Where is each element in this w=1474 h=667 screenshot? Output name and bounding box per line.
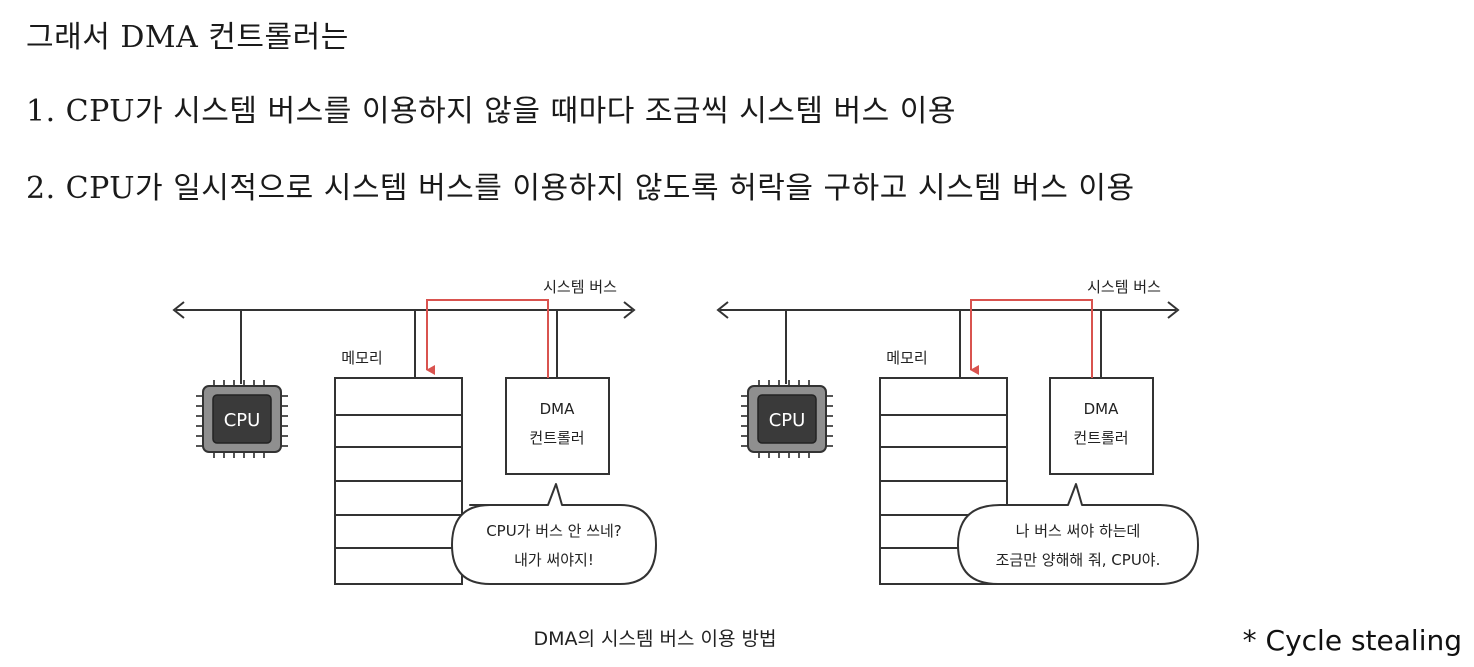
left-system-bus — [172, 301, 636, 319]
left-bubble-line-1: CPU가 버스 안 쓰네? — [486, 522, 622, 540]
left-transfer-arrow — [426, 299, 549, 378]
point-1: 1. CPU가 시스템 버스를 이용하지 않을 때마다 조금씩 시스템 버스 이… — [26, 94, 956, 129]
left-memory-block — [334, 377, 463, 585]
right-bus-label: 시스템 버스 — [1087, 278, 1161, 296]
left-bus-label: 시스템 버스 — [543, 278, 617, 296]
left-cpu-label: CPU — [224, 410, 261, 431]
left-bubble-line-2: 내가 써야지! — [514, 551, 594, 569]
right-panel: 시스템 버스 CPU 메모리 — [716, 278, 1199, 585]
right-bubble-line-1: 나 버스 써야 하는데 — [1016, 522, 1141, 540]
left-panel: 시스템 버스 CPU 메모리 — [172, 278, 657, 585]
left-dma-label-2: 컨트롤러 — [529, 429, 584, 447]
right-bubble-line-2: 조금만 양해해 줘, CPU야. — [996, 551, 1161, 569]
right-dma-controller: DMA 컨트롤러 — [1049, 377, 1154, 475]
left-dma-controller: DMA 컨트롤러 — [505, 377, 610, 475]
left-dma-label-1: DMA — [540, 400, 575, 418]
heading: 그래서 DMA 컨트롤러는 — [26, 20, 349, 55]
cycle-stealing-note: * Cycle stealing — [1242, 624, 1462, 657]
right-dma-label-1: DMA — [1084, 400, 1119, 418]
left-cpu-chip: CPU — [196, 380, 288, 458]
right-dma-label-2: 컨트롤러 — [1073, 429, 1128, 447]
right-transfer-arrow — [970, 299, 1093, 378]
left-memory-label: 메모리 — [341, 349, 382, 367]
left-speech-bubble: CPU가 버스 안 쓰네? 내가 써야지! — [451, 483, 657, 585]
point-2: 2. CPU가 일시적으로 시스템 버스를 이용하지 않도록 허락을 구하고 시… — [26, 171, 1135, 206]
figure-caption: DMA의 시스템 버스 이용 방법 — [533, 628, 777, 650]
right-cpu-label: CPU — [769, 410, 806, 431]
right-speech-bubble: 나 버스 써야 하는데 조금만 양해해 줘, CPU야. — [957, 483, 1199, 585]
right-memory-label: 메모리 — [886, 349, 927, 367]
right-cpu-chip: CPU — [741, 380, 833, 458]
